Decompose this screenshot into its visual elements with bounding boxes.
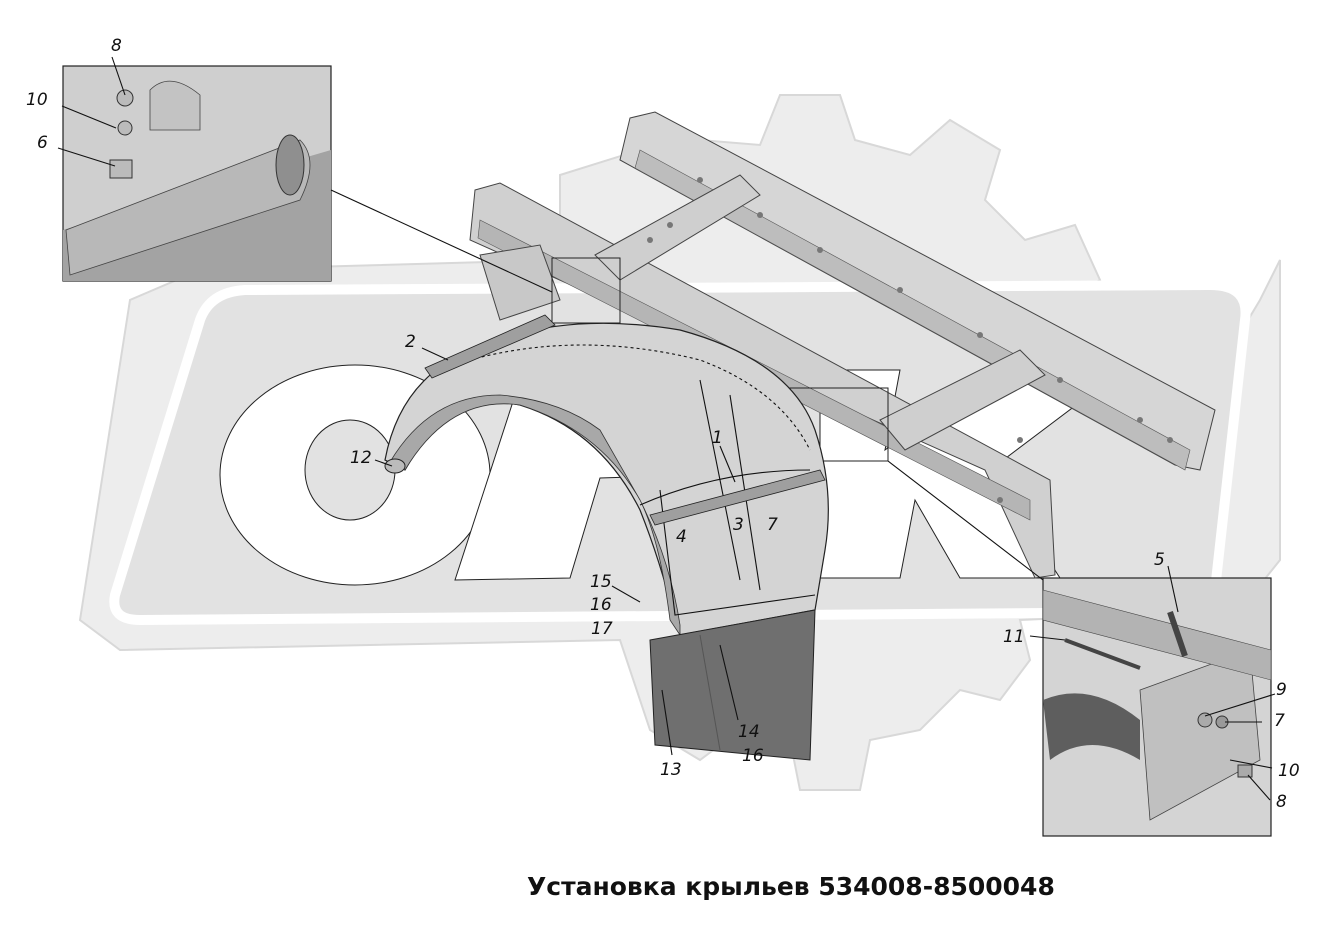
chassis-frame [469, 111, 1216, 579]
callout-3: 3 [733, 515, 744, 535]
frame-rail-rear [619, 111, 1216, 471]
callout-6: 6 [37, 133, 48, 153]
callout-17: 17 [591, 619, 613, 639]
fender [384, 314, 829, 761]
inset-top-left [62, 65, 553, 293]
callout-10-inset: 10 [1278, 761, 1300, 781]
callout-8-top: 8 [111, 36, 122, 56]
callout-7: 7 [767, 515, 778, 535]
callout-5: 5 [1154, 550, 1165, 570]
callout-16-b: 16 [742, 746, 764, 766]
callout-7-inset: 7 [1274, 711, 1285, 731]
cross-member-1 [594, 174, 761, 281]
callout-15: 15 [590, 572, 612, 592]
callout-8-inset: 8 [1276, 792, 1287, 812]
callout-14: 14 [738, 722, 760, 742]
callout-2: 2 [405, 332, 416, 352]
leader-lines [57, 56, 1276, 801]
callout-12: 12 [350, 448, 372, 468]
diagram-title: Установка крыльев 534008-8500048 [527, 872, 1055, 901]
callout-11: 11 [1003, 627, 1025, 647]
callout-16-a: 16 [590, 595, 612, 615]
callout-9: 9 [1276, 680, 1287, 700]
callout-labels: 8 10 6 2 12 1 3 4 7 15 16 17 13 14 16 5 … [26, 36, 1300, 812]
frame-rail-front [469, 182, 1056, 579]
mud-flap [649, 609, 816, 761]
callout-1: 1 [712, 428, 723, 448]
cross-member-2 [879, 349, 1046, 451]
callout-10-top: 10 [26, 90, 48, 110]
callout-13: 13 [660, 760, 682, 780]
callout-4: 4 [676, 527, 687, 547]
